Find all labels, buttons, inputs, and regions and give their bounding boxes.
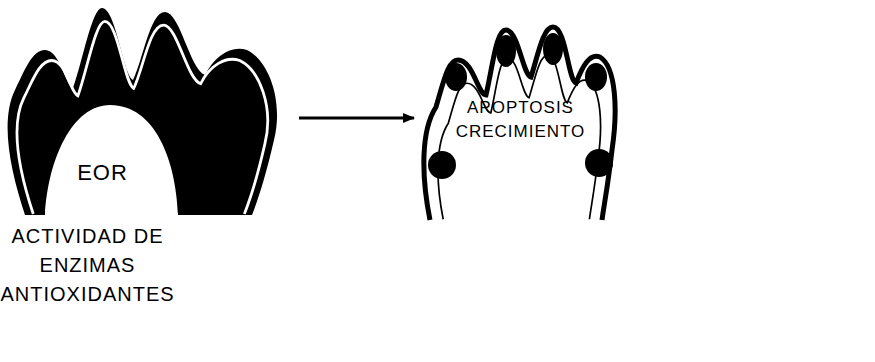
tooth-germ-outline <box>424 27 615 220</box>
apoptotic-cells <box>428 151 456 179</box>
tooth-germ-node: EOR ACTIVIDAD DE ENZIMAS ANTIOXIDANTES <box>0 0 295 313</box>
apoptotic-cells <box>585 149 613 177</box>
node-label: EOR <box>55 160 150 186</box>
apoptotic-cells <box>496 35 516 67</box>
node-label: ACTIVIDAD DE ENZIMAS ANTIOXIDANTES <box>0 222 175 309</box>
tooth-germ-node: APOPTOSISCRECIMIENTO <box>418 15 623 237</box>
apoptotic-cells <box>543 33 563 65</box>
tooth-germ-shape <box>8 8 277 215</box>
apoptotic-cells <box>445 63 467 91</box>
tooth-germ-illustration <box>0 0 295 232</box>
node-label: APOPTOSIS <box>438 97 603 119</box>
epithelium-line <box>17 21 268 214</box>
apoptotic-cells <box>585 63 607 91</box>
arrow-connector <box>299 117 414 120</box>
node-label: CRECIMIENTO <box>438 121 603 143</box>
